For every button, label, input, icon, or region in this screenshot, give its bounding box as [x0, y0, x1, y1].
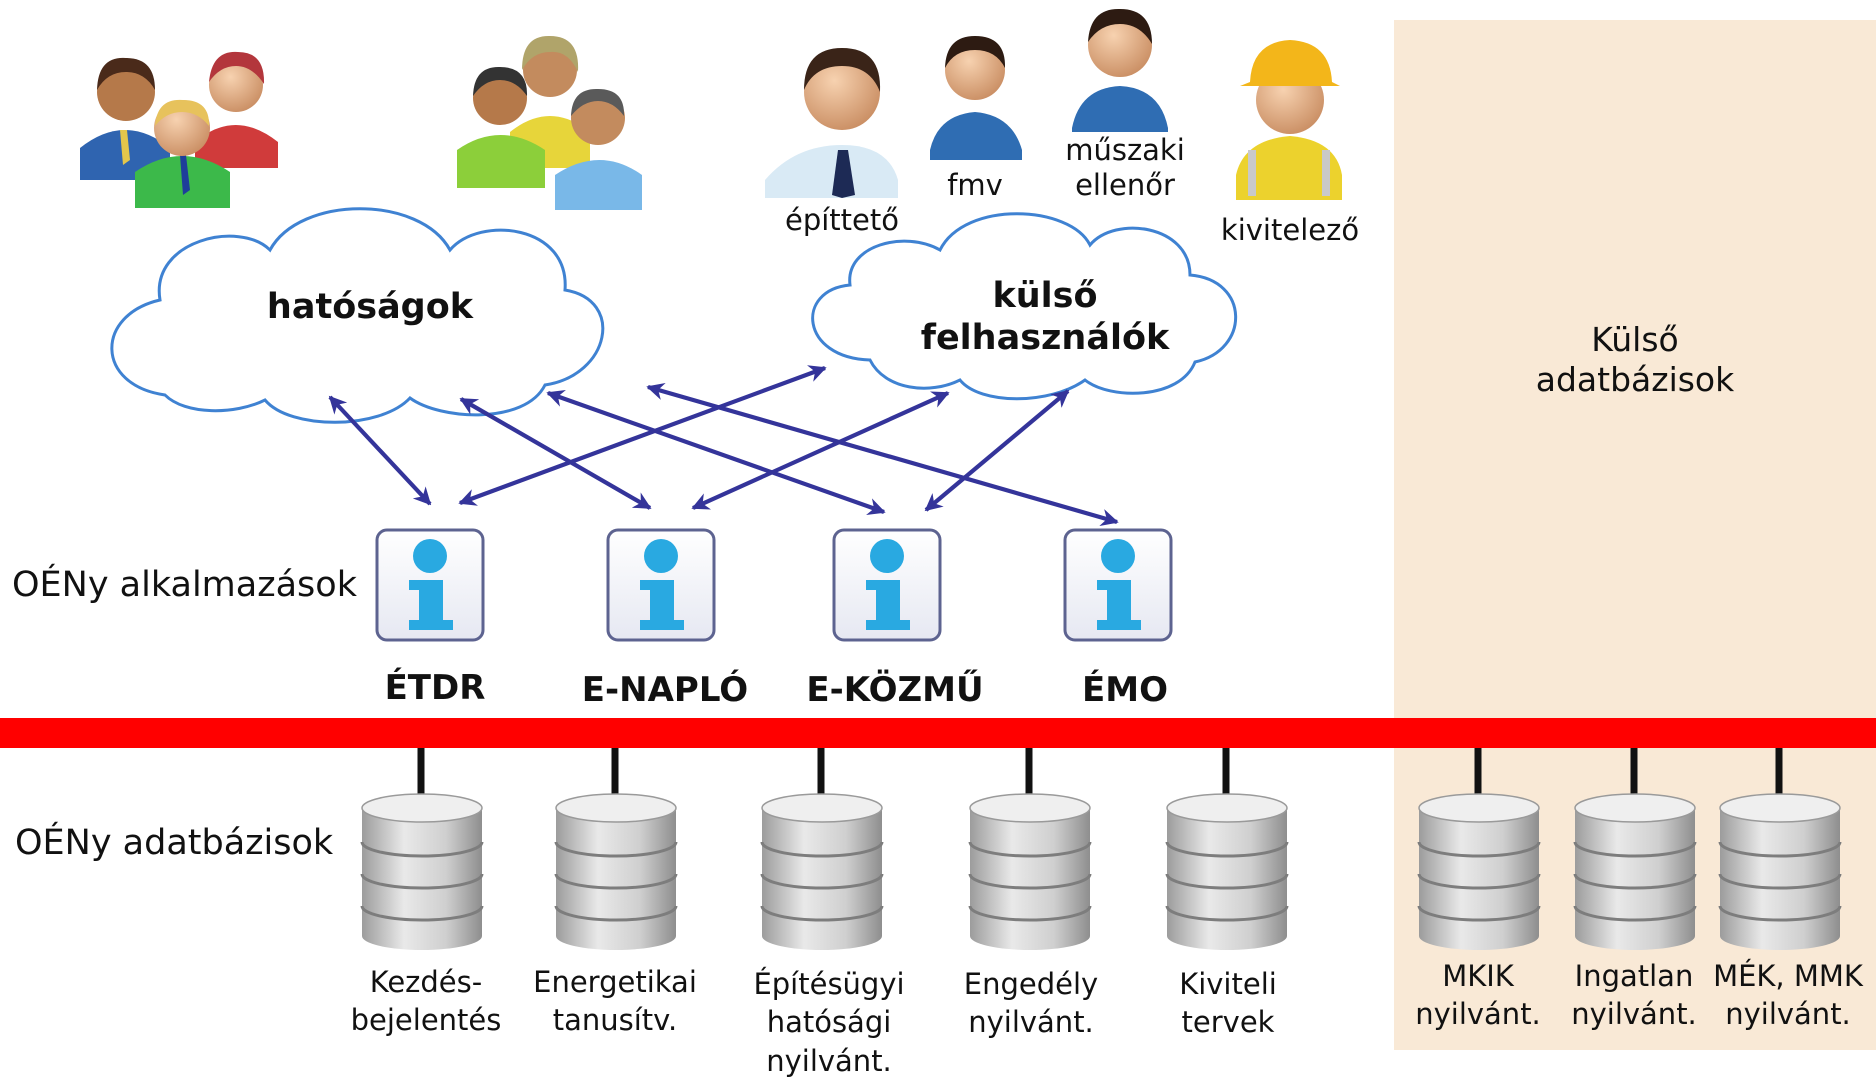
- row-label-applications: OÉNy alkalmazások: [12, 565, 357, 605]
- person-icon: [1072, 8, 1168, 132]
- app-label-e-kozmu: E-KÖZMŰ: [806, 670, 984, 710]
- info-icon: [1063, 528, 1173, 642]
- row-label-databases: OÉNy adatbázisok: [15, 823, 334, 863]
- db-label-epitesugyi: Építésügyi hatósági nyilvánt.: [753, 967, 905, 1078]
- info-icon: [606, 528, 716, 642]
- db-label-kiviteli: Kiviteli tervek: [1179, 967, 1277, 1040]
- app-label-emo: ÉMO: [1082, 670, 1168, 710]
- user-label-technical-inspector: műszaki ellenőr: [1065, 133, 1185, 202]
- external-panel-title: Külső adatbázisok: [1535, 320, 1735, 399]
- connection-arrows: [328, 365, 1119, 527]
- database-icon: [1417, 792, 1541, 952]
- people-group-icon: [80, 51, 278, 208]
- user-label-fmv: fmv: [947, 168, 1003, 202]
- db-label-mkik: MKIK nyilvánt.: [1415, 959, 1541, 1032]
- people-group-icon: [457, 35, 642, 210]
- info-icon: [832, 528, 942, 642]
- database-icon: [968, 792, 1092, 952]
- user-label-contractor: kivitelező: [1220, 213, 1360, 247]
- db-label-energetikai: Energetikai tanusítv.: [533, 965, 697, 1038]
- database-icon: [1573, 792, 1697, 952]
- database-icon: [1718, 792, 1842, 952]
- db-label-engedely: Engedély nyilvánt.: [963, 967, 1099, 1040]
- user-label-builder-owner: építtető: [784, 203, 899, 237]
- database-icon: [554, 792, 678, 952]
- person-icon: [930, 36, 1022, 160]
- database-icon: [760, 792, 884, 952]
- db-label-ingatlan: Ingatlan nyilvánt.: [1571, 959, 1697, 1032]
- cloud-label-external-users: külső felhasználók: [920, 276, 1170, 358]
- cloud-label-authorities: hatóságok: [266, 287, 474, 327]
- database-icon: [360, 793, 484, 950]
- businessman-icon: [765, 48, 898, 198]
- construction-worker-icon: [1236, 40, 1342, 200]
- database-icon: [1165, 792, 1289, 952]
- info-icon: [375, 528, 485, 642]
- app-label-e-naplo: E-NAPLÓ: [581, 670, 749, 710]
- app-label-etdr: ÉTDR: [384, 668, 486, 708]
- db-label-kezdes: Kezdés- bejelentés: [350, 965, 502, 1038]
- db-label-mek-mmk: MÉK, MMK nyilvánt.: [1713, 959, 1863, 1032]
- data-bus: [0, 718, 1876, 748]
